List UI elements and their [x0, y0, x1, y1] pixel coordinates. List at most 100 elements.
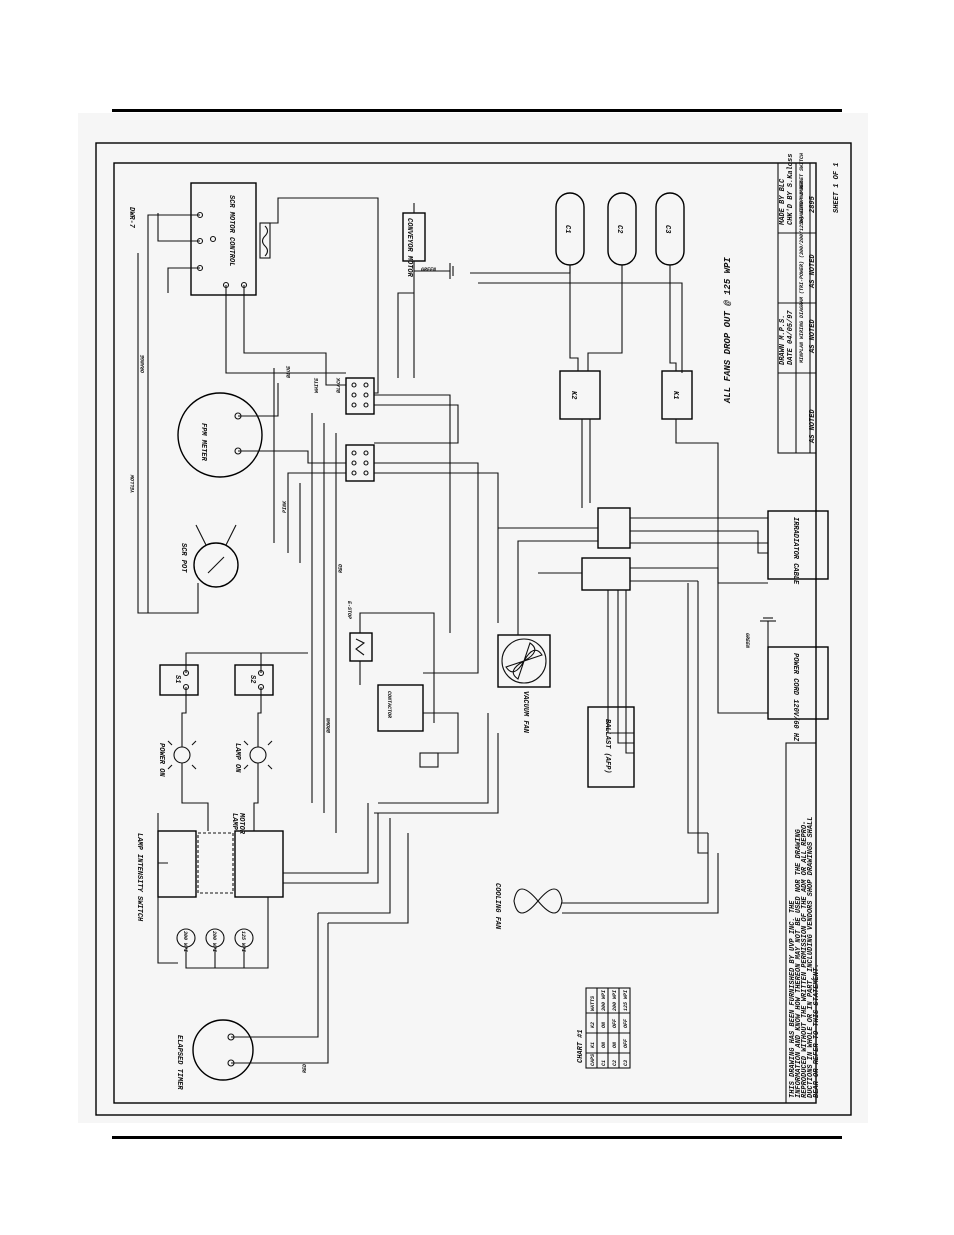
drawing-id: DWR-7: [127, 207, 135, 229]
terminal-strip-lower: [345, 444, 375, 482]
elapsed-timer: ELAPSED TIMER: [175, 1019, 254, 1090]
tb-as-noted-1: AS NOTED: [809, 409, 817, 444]
chart-cell: 300 WPI: [601, 990, 607, 1011]
power-on-lamp: POWER ON: [157, 740, 197, 777]
scr-pot-label: SCR POT: [179, 543, 187, 573]
vacuum-fan: VACUUM FAN: [497, 634, 551, 734]
terminal-strip-right-lower: [581, 557, 631, 591]
disclaimer-line-3: REPRODUCED WITHOUT THE WRITTEN PERMISSIO…: [801, 821, 809, 1098]
relay-k1: K1: [661, 370, 693, 420]
w125-label: 125 WPI: [240, 931, 246, 952]
w200-label: 200 WPI: [211, 931, 217, 952]
lamp-on-label: LAMP ON: [233, 743, 241, 773]
scr-motor-control-label: SCR MOTOR CONTROL: [227, 195, 235, 266]
wiring: [137, 197, 768, 1064]
irradiator-cable-label: IRRADIATOR CABLE: [791, 517, 799, 585]
cooling-fan-label: COOLING FAN: [493, 883, 501, 930]
drawing-sheet: DWR-7 DRAWN M.P.S. DATE 04/05/97 MADE BY…: [78, 113, 868, 1123]
wire-label-red-2: RED: [302, 1064, 308, 1073]
wire-label-yellow: YELLOW: [130, 474, 136, 493]
lamp-on-lamp: LAMP ON: [233, 740, 273, 773]
tb-as-noted-2: AS NOTED: [809, 319, 817, 354]
inner-border: [113, 162, 817, 1104]
wiring-diagram: DWR-7 DRAWN M.P.S. DATE 04/05/97 MADE BY…: [95, 142, 852, 1116]
disclaimer-line-2: INFORMATION AND KNOW HOW THEREON MAY NOT…: [795, 828, 803, 1098]
wire-labels: ORANGE YELLOW BLUE WHITE BLACK PINK RED …: [130, 354, 344, 1073]
fpm-meter: FPM METER: [177, 392, 263, 478]
chart-cell: ON: [601, 1021, 607, 1028]
lamp-switch-sub-label: LAMP: [230, 813, 238, 831]
scr-pot: SCR POT: [179, 524, 239, 588]
disclaimer-line-5: BEAR OR REFER TO THIS STATEMENT.: [813, 964, 821, 1098]
contactor: CONTACTOR: [377, 684, 439, 768]
scr-motor-control: SCR MOTOR CONTROL: [190, 182, 271, 296]
wire-label-pink: PINK: [282, 500, 288, 513]
irradiator-cable: IRRADIATOR CABLE: [767, 510, 829, 585]
s2-label: S2: [248, 675, 256, 684]
tb-drawn: DRAWN M.P.S.: [779, 315, 787, 365]
capacitors: C1 C2 C3: [555, 192, 685, 266]
conveyor-motor: CONVEYOR MOTOR GREEN: [402, 203, 454, 279]
contactor-label: CONTACTOR: [386, 691, 392, 719]
disclaimer-line-1: THIS DRAWING HAS BEEN FURNISHED BY UVP I…: [789, 900, 797, 1098]
chart-cell: 125 WPI: [623, 990, 629, 1011]
tb-dwg-no-label: DRAWING NUMBER: [799, 180, 805, 223]
chart-cell: OFF: [612, 1018, 618, 1028]
cooling-fan: COOLING FAN: [493, 883, 563, 930]
wire-label-green-gnd: GREEN: [421, 267, 437, 273]
elapsed-timer-label: ELAPSED TIMER: [175, 1035, 183, 1090]
relay-k2: K2: [559, 370, 601, 420]
c1-label: C1: [563, 225, 571, 233]
caps-chart: CHART #1 CAPS K1 K2 WATTS C1 ON ON 300 W…: [577, 987, 631, 1069]
tb-dwg-no: 2895: [809, 195, 817, 213]
chart-cell: ON: [601, 1041, 607, 1048]
chart-h-k2: K2: [590, 1022, 596, 1028]
k1-label: K1: [671, 391, 679, 399]
c2-label: C2: [615, 225, 623, 234]
title-block: DRAWN M.P.S. DATE 04/05/97 MADE BY BLC C…: [777, 152, 841, 454]
switch-s2: S2: [234, 664, 274, 696]
chart-cell: C1: [601, 1060, 607, 1066]
terminal-strip-right-upper: [597, 507, 631, 549]
estop-label: E-STOP: [346, 601, 352, 619]
k2-label: K2: [569, 391, 577, 400]
disclaimer-line-4: DUCTIONS IN WHOLE OR IN PART, INCLUDING …: [807, 817, 815, 1098]
chart-cell: 200 WPI: [612, 990, 618, 1011]
w300-label: 300 WPI: [182, 931, 188, 952]
top-rule: [112, 109, 842, 112]
tb-title: MINPLAN WIRING DIAGRAM (TRI-POWER) (300/…: [799, 152, 805, 364]
estop: E-STOP: [346, 601, 373, 662]
power-on-label: POWER ON: [157, 743, 165, 777]
power-cord-label: POWER CORD 120V/60 HZ: [791, 653, 799, 742]
conveyor-motor-label: CONVEYOR MOTOR: [405, 218, 413, 278]
wire-label-green: GREEN: [744, 633, 750, 649]
chart-cell: C3: [623, 1060, 629, 1066]
drawing-border: [95, 142, 852, 1116]
chart-title: CHART #1: [577, 1029, 585, 1063]
ballast-label: BALLAST (AFP): [603, 719, 611, 774]
tb-date: DATE 04/05/97: [787, 310, 795, 365]
ballast: BALLAST (AFP): [587, 706, 635, 788]
vacuum-fan-label: VACUUM FAN: [521, 691, 529, 734]
chart-cell: ON: [612, 1041, 618, 1048]
chart-h-caps: CAPS: [590, 1054, 596, 1066]
tb-sheet: SHEET 1 OF 1: [833, 163, 841, 213]
tb-checked: CHK'D BY S.Kaloss: [787, 154, 795, 225]
chart-h-watts: WATTS: [590, 996, 596, 1011]
chart-cell: C2: [612, 1060, 618, 1066]
wire-label-blue: BLUE: [286, 365, 292, 378]
motor-switch-label: MOTOR: [237, 812, 245, 835]
wire-label-red: RED: [338, 564, 344, 573]
chart-cell: OFF: [623, 1038, 629, 1048]
tb-as-noted-3: AS NOTED: [809, 254, 817, 289]
fans-note: ALL FANS DROP OUT @ 125 WPI: [723, 257, 733, 404]
s1-label: S1: [173, 675, 181, 683]
wire-label-orange: ORANGE: [140, 354, 146, 373]
c3-label: C3: [663, 225, 671, 234]
disclaimer-box: THIS DRAWING HAS BEEN FURNISHED BY UVP I…: [785, 742, 821, 1104]
chart-h-k1: K1: [590, 1042, 596, 1048]
wire-label-brown: BROWN: [326, 717, 332, 733]
terminal-strip-upper: [345, 377, 375, 415]
switch-s1: S1: [159, 664, 199, 696]
chart-cell: OFF: [623, 1018, 629, 1028]
